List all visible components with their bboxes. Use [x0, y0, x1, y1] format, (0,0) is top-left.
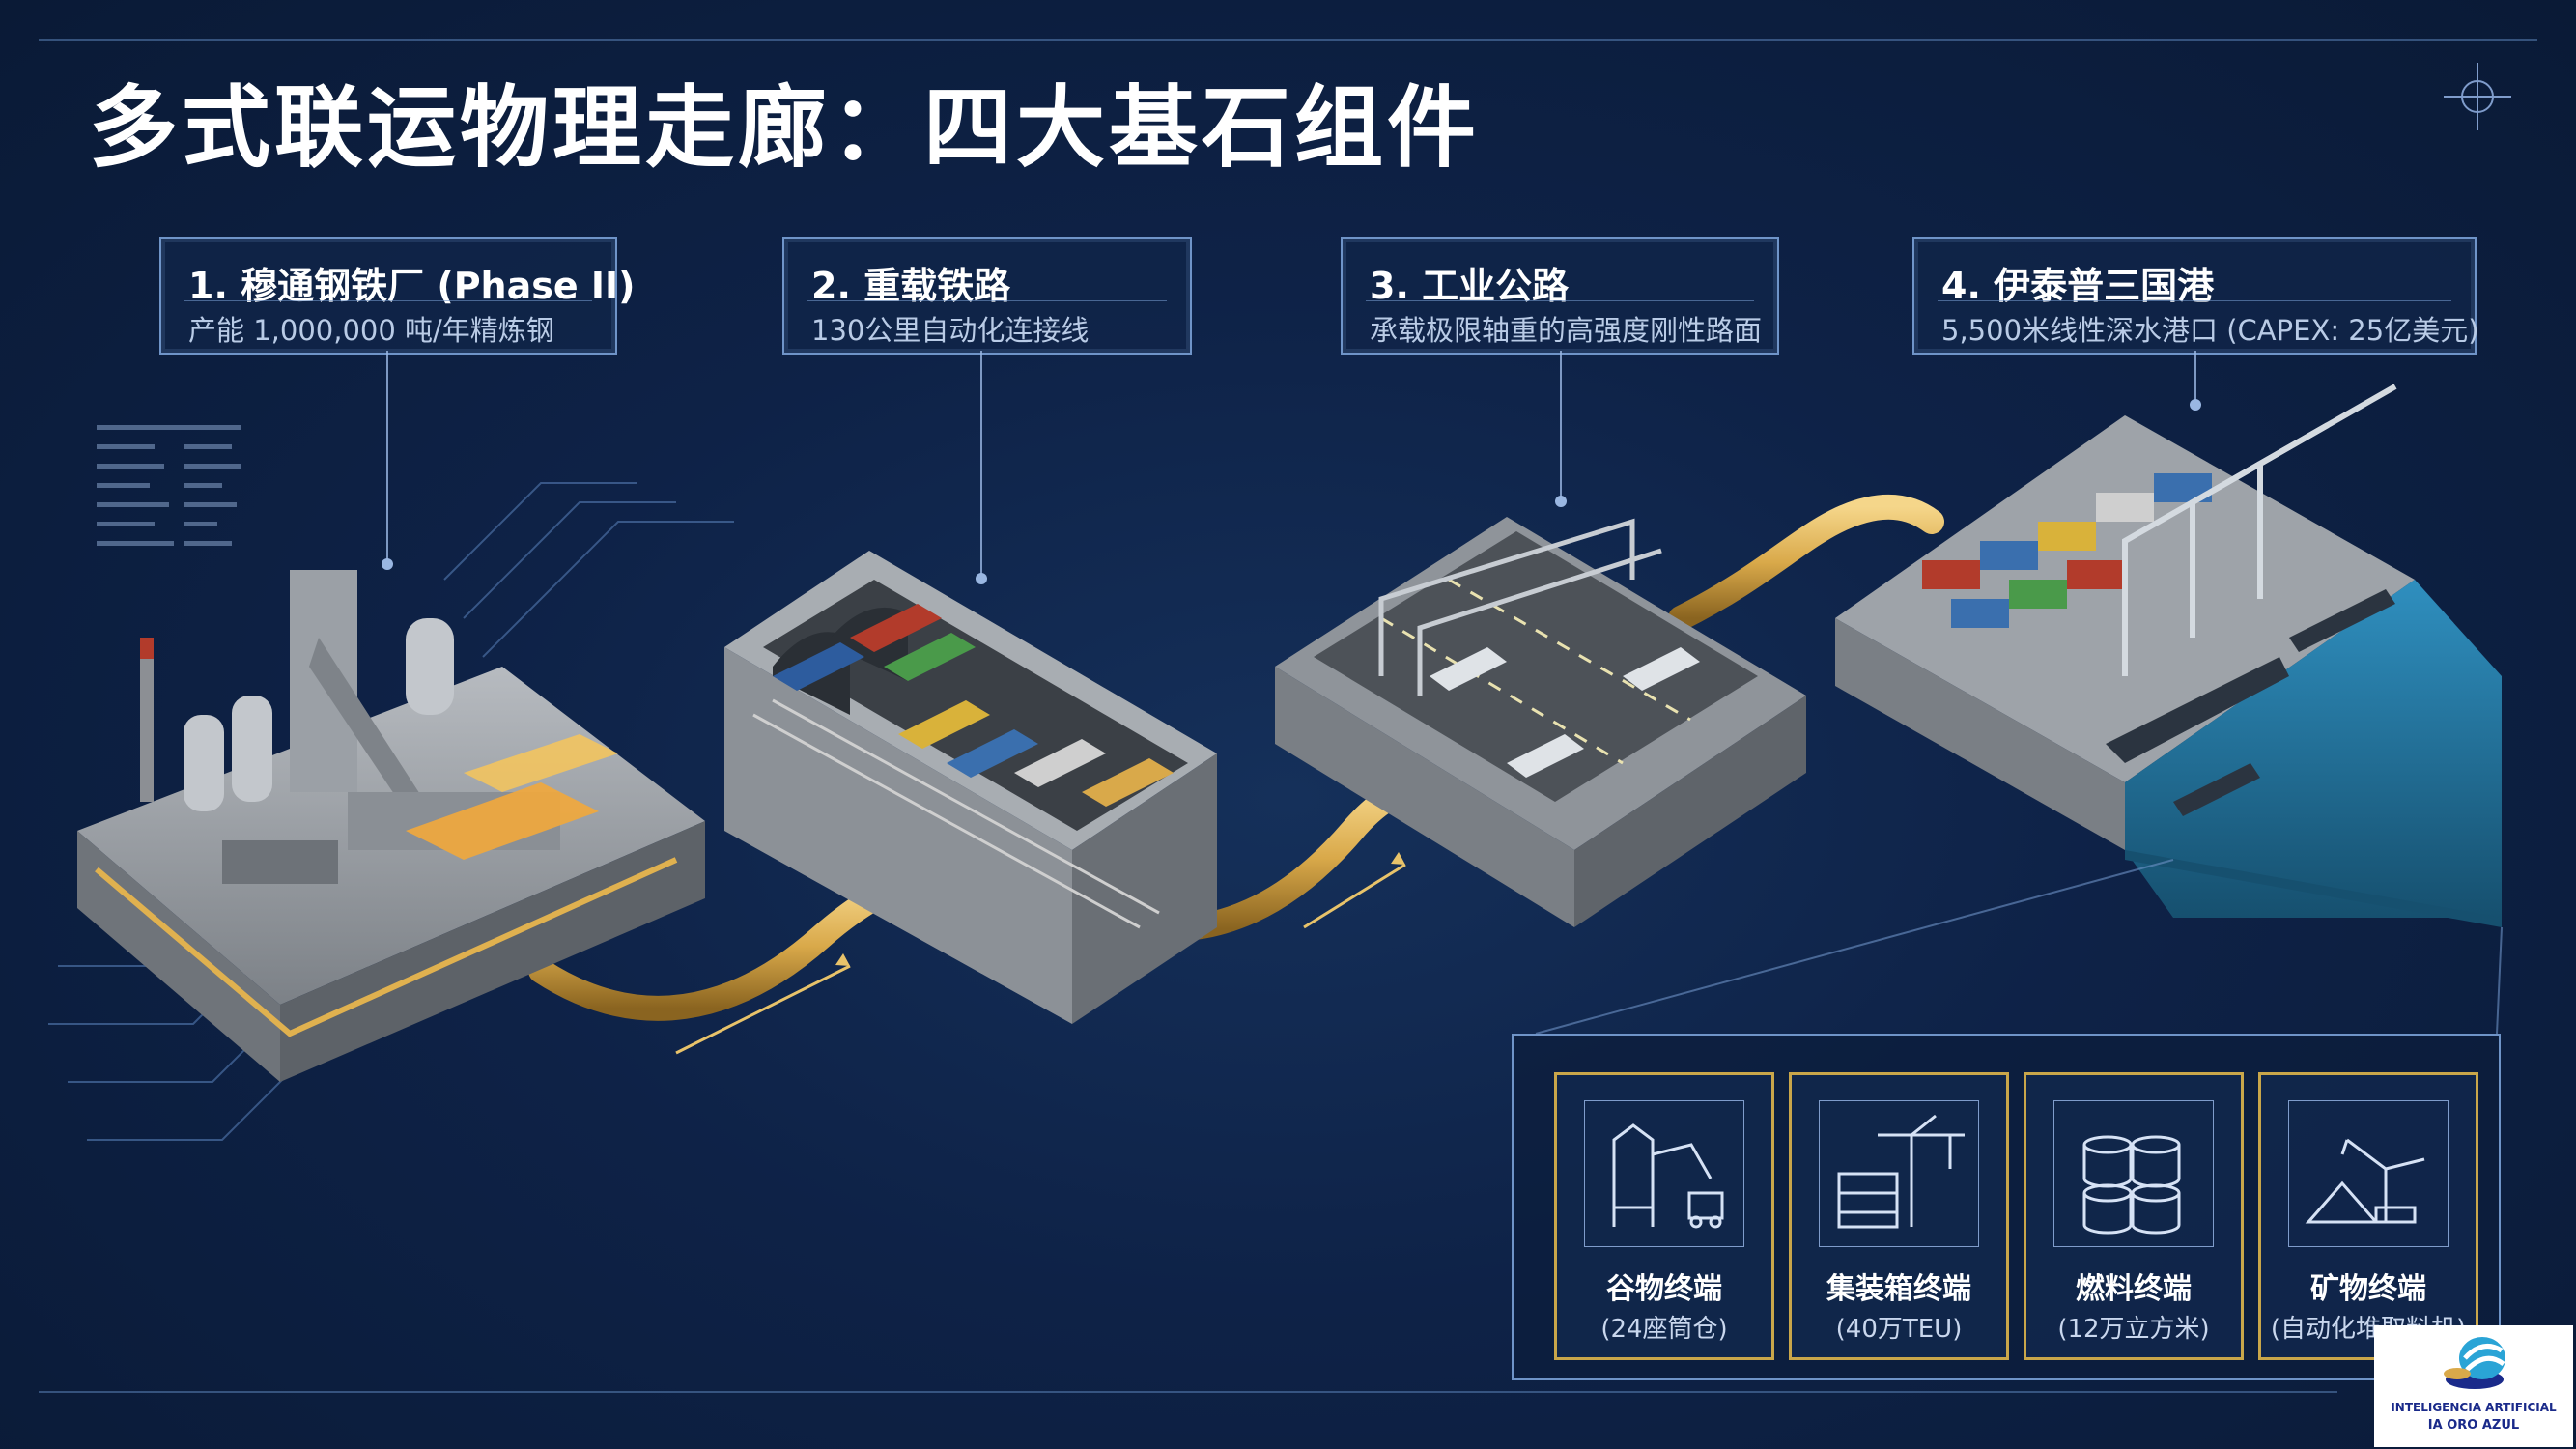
callout-subtitle: 5,500米线性深水港口 (CAPEX: 25亿美元): [1941, 314, 2479, 347]
terminal-name: 燃料终端: [2076, 1272, 2192, 1306]
callout-steel-mill: 1. 穆通钢铁厂 (Phase II) 产能 1,000,000 吨/年精炼钢: [159, 237, 636, 355]
callout-title: 3. 工业公路: [1370, 265, 1570, 307]
port-block: [1835, 384, 2502, 927]
leader-dot: [976, 573, 987, 584]
page-title: 多式联运物理走廊：四大基石组件: [89, 76, 1481, 180]
terminal-card-mineral: 矿物终端 (自动化堆取料机): [2258, 1072, 2478, 1360]
logo-text-line2: IA ORO AZUL: [2427, 1418, 2520, 1433]
terminal-name: 集装箱终端: [1826, 1272, 1971, 1306]
container-crane-icon: [1819, 1100, 1979, 1247]
steel-mill-block: [77, 570, 705, 1082]
callout-subtitle: 承载极限轴重的高强度刚性路面: [1370, 314, 1763, 347]
spec-sheet-graphic: [97, 425, 261, 570]
rail-tunnel-block: [724, 551, 1217, 1024]
crosshair-icon: [2444, 63, 2511, 130]
terminal-panel: 谷物终端 (24座筒仓) 集装箱终端 (40万TEU): [1512, 1034, 2501, 1380]
callout-title: 1. 穆通钢铁厂 (Phase II): [188, 265, 636, 307]
highway-block: [1275, 517, 1806, 927]
callout-subtitle: 产能 1,000,000 吨/年精炼钢: [188, 314, 554, 347]
terminal-name: 矿物终端: [2310, 1272, 2426, 1306]
terminal-detail: (12万立方米): [2057, 1315, 2210, 1344]
callout-divider: [1366, 300, 1754, 301]
leader-line: [2194, 351, 2196, 404]
leader-dot: [2190, 399, 2201, 411]
callout-heavy-rail: 2. 重载铁路 130公里自动化连接线: [782, 237, 1192, 355]
callout-title: 2. 重载铁路: [811, 265, 1011, 307]
grain-silo-icon: [1584, 1100, 1744, 1247]
leader-line: [386, 351, 388, 563]
flow-arrow: [675, 964, 851, 1055]
callout-divider: [184, 300, 592, 301]
flow-arrow: [1303, 863, 1406, 929]
callout-divider: [1938, 300, 2451, 301]
container-stacks: [1922, 473, 2212, 628]
fuel-tank-icon: [2053, 1100, 2214, 1247]
gantry-sign: [1378, 518, 1662, 696]
terminal-detail: (24座筒仓): [1600, 1315, 1728, 1344]
logo-emblem-icon: [2444, 1337, 2505, 1389]
leader-dot: [382, 558, 393, 570]
stacker-reclaimer-icon: [2288, 1100, 2449, 1247]
leader-line: [1560, 351, 1562, 500]
cargo-ships: [2106, 589, 2395, 816]
callout-subtitle: 130公里自动化连接线: [811, 314, 1090, 347]
callout-industrial-highway: 3. 工业公路 承载极限轴重的高强度刚性路面: [1341, 237, 1779, 355]
leader-dot: [1555, 496, 1567, 507]
callout-title: 4. 伊泰普三国港: [1941, 265, 2215, 307]
frame-bottom: [39, 1391, 2337, 1393]
trucks: [1430, 647, 1700, 778]
train-cars: [773, 604, 1174, 807]
terminal-card-fuel: 燃料终端 (12万立方米): [2024, 1072, 2244, 1360]
brand-logo: INTELIGENCIA ARTIFICIAL IA ORO AZUL: [2374, 1325, 2573, 1447]
terminal-card-container: 集装箱终端 (40万TEU): [1789, 1072, 2009, 1360]
callout-port: 4. 伊泰普三国港 5,500米线性深水港口 (CAPEX: 25亿美元): [1912, 237, 2479, 355]
callout-divider: [807, 300, 1167, 301]
terminal-name: 谷物终端: [1606, 1272, 1722, 1306]
terminal-detail: (40万TEU): [1835, 1315, 1963, 1344]
frame-top: [39, 39, 2537, 41]
logo-text-line1: INTELIGENCIA ARTIFICIAL: [2391, 1401, 2557, 1414]
terminal-card-grain: 谷物终端 (24座筒仓): [1554, 1072, 1774, 1360]
leader-line: [980, 351, 982, 578]
ship-to-shore-cranes: [2122, 384, 2397, 676]
